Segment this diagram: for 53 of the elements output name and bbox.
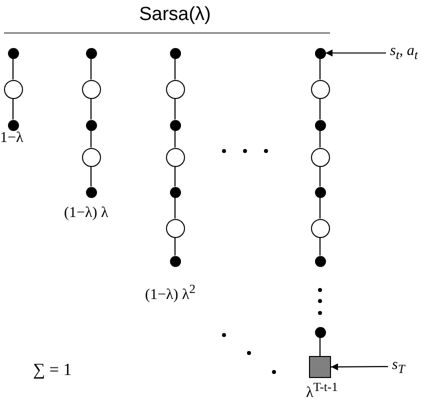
state-dot — [8, 48, 18, 58]
connector-line — [90, 58, 92, 80]
connector-line — [90, 166, 92, 186]
connector-line — [319, 198, 321, 218]
state-dot — [86, 186, 96, 198]
weight-label: (1−λ) λ — [64, 205, 108, 222]
state-dot — [314, 120, 326, 130]
diagram-title: Sarsa(λ) — [138, 4, 212, 26]
sum-label: ∑ = 1 — [33, 360, 72, 380]
action-circle — [310, 218, 330, 238]
weight-label: (1−λ) λ$^{2}$ — [145, 282, 196, 304]
connector-line — [319, 338, 321, 356]
arrow — [326, 50, 386, 56]
connector-line — [174, 198, 176, 218]
state-dot — [170, 186, 180, 198]
state-label: s$_{t}$, a$_{t}$ — [390, 42, 418, 63]
action-circle — [166, 80, 184, 98]
state-dot — [314, 326, 326, 338]
connector-line — [174, 166, 176, 186]
connector-line — [12, 98, 14, 120]
action-circle — [310, 148, 330, 166]
state-label: s$_{T}$ — [392, 356, 405, 377]
connector-line — [174, 58, 176, 80]
connector-line — [174, 98, 176, 120]
weight-label: 1−λ — [0, 130, 24, 147]
weight-label: λ$^{T-t-1}$ — [306, 380, 338, 402]
state-dot — [314, 186, 326, 198]
action-circle — [4, 80, 22, 98]
connector-line — [174, 130, 176, 148]
connector-line — [319, 130, 321, 148]
terminal-square — [309, 356, 331, 378]
state-dot — [170, 48, 180, 58]
action-circle — [82, 148, 100, 166]
connector-line — [319, 58, 321, 80]
action-circle — [82, 80, 100, 98]
connector-line — [12, 58, 14, 80]
connector-line — [90, 98, 92, 120]
state-dot — [170, 120, 180, 130]
connector-line — [319, 166, 321, 186]
state-dot — [314, 48, 326, 58]
state-dot — [86, 120, 96, 130]
connector-line — [319, 98, 321, 120]
arrow — [331, 363, 388, 370]
state-dot — [314, 256, 326, 266]
state-dot — [86, 48, 96, 58]
action-circle — [166, 148, 184, 166]
state-dot — [170, 256, 180, 266]
connector-line — [90, 130, 92, 148]
connector-line — [174, 238, 176, 256]
connector-line — [319, 238, 321, 256]
action-circle — [310, 80, 330, 98]
action-circle — [166, 218, 184, 238]
state-dot — [8, 120, 18, 130]
